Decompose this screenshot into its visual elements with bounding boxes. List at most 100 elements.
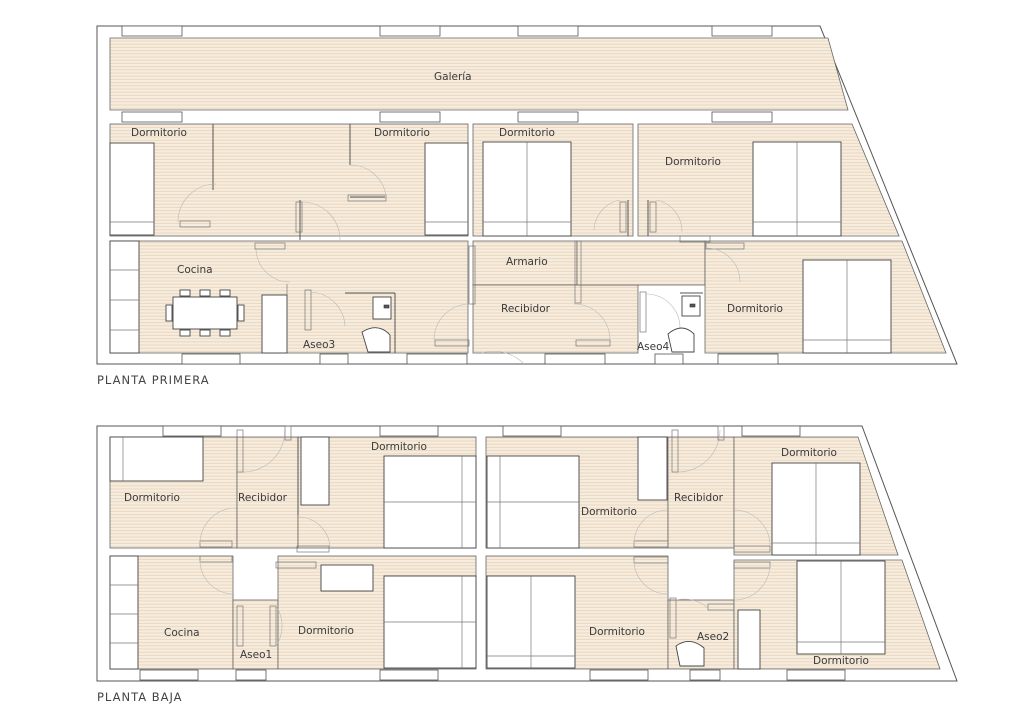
upper-floor-plan: Galería Dormitorio Dormitorio Dormitorio… <box>96 25 958 387</box>
upper-label-dormitorio-4: Dormitorio <box>665 156 721 168</box>
upper-door-swing <box>255 247 291 283</box>
lower-window <box>139 669 199 681</box>
upper-toilet <box>361 327 391 353</box>
lower-door-frame <box>236 429 244 473</box>
lower-window <box>235 669 267 681</box>
upper-dormitorio-1-floor <box>109 123 469 237</box>
lower-label-cocina: Cocina <box>164 627 200 639</box>
lower-door-frame <box>199 555 233 563</box>
lower-label-dormitorio-1: Dormitorio <box>124 492 180 504</box>
upper-door-frame <box>575 339 611 347</box>
lower-label-recibidor-2: Recibidor <box>674 492 724 504</box>
lower-aseo1-door <box>269 605 277 647</box>
lower-door-swing <box>633 509 669 545</box>
lower-window <box>502 425 562 437</box>
lower-kitchen-counter <box>109 555 139 670</box>
upper-chair <box>199 329 211 337</box>
upper-door-swing <box>433 303 471 341</box>
upper-label-dormitorio-5: Dormitorio <box>727 303 783 315</box>
lower-bed <box>109 436 204 482</box>
lower-label-dormitorio-5: Dormitorio <box>298 625 354 637</box>
lower-door-swing <box>633 559 669 595</box>
upper-door-frame <box>705 242 745 250</box>
upper-toilet <box>667 327 695 353</box>
upper-armario-floor <box>472 240 578 286</box>
lower-door-swing <box>199 559 235 595</box>
upper-chair <box>219 289 231 297</box>
upper-door-swing <box>655 199 683 233</box>
upper-window <box>654 353 684 365</box>
upper-label-aseo3: Aseo3 <box>303 339 335 351</box>
lower-wardrobe <box>737 609 761 670</box>
lower-window <box>786 669 846 681</box>
upper-chair <box>199 289 211 297</box>
upper-door-swing <box>301 201 341 241</box>
upper-window <box>517 111 579 123</box>
lower-window <box>741 425 801 437</box>
upper-door-swing <box>705 247 741 283</box>
upper-plan-title: PLANTA PRIMERA <box>97 373 210 387</box>
upper-chair <box>237 304 245 322</box>
upper-door-frame <box>649 201 657 233</box>
lower-window <box>379 669 439 681</box>
upper-door-frame <box>295 201 303 233</box>
upper-door-frame <box>574 240 582 304</box>
upper-window <box>121 111 183 123</box>
upper-aseo4-door <box>639 291 647 333</box>
lower-label-dormitorio-2: Dormitorio <box>371 441 427 453</box>
upper-door-swing <box>593 199 621 231</box>
lower-door-swing <box>199 507 237 545</box>
lower-recibidor-2-floor <box>667 436 735 549</box>
upper-aseo3-door <box>304 289 312 331</box>
lower-aseo1-door <box>236 605 244 647</box>
upper-washbasin <box>372 296 392 320</box>
upper-recibidor-floor <box>472 284 639 354</box>
lower-window <box>379 425 439 437</box>
lower-label-aseo1: Aseo1 <box>240 649 272 661</box>
upper-window <box>121 25 183 37</box>
upper-window <box>319 353 349 365</box>
lower-door-swing <box>297 516 331 550</box>
upper-chair <box>165 304 173 322</box>
upper-door-frame <box>179 220 211 228</box>
upper-window <box>406 353 468 365</box>
lower-window <box>162 425 222 437</box>
lower-door-frame <box>275 561 317 569</box>
upper-galeria-floor <box>109 37 849 111</box>
lower-door-frame <box>296 545 330 553</box>
lower-door-frame <box>284 425 292 441</box>
lower-label-dormitorio-6: Dormitorio <box>589 626 645 638</box>
lower-door-swing <box>733 509 771 547</box>
lower-wardrobe <box>300 436 330 506</box>
lower-entrance-door-swing <box>677 429 721 473</box>
lower-aseo2-wall <box>707 603 735 611</box>
upper-tap <box>383 304 390 309</box>
lower-label-dormitorio-4: Dormitorio <box>781 447 837 459</box>
upper-label-aseo4: Aseo4 <box>637 341 670 353</box>
upper-label-dormitorio-3: Dormitorio <box>499 127 555 139</box>
lower-door-frame <box>717 425 725 441</box>
upper-chair <box>179 329 191 337</box>
lower-door-swing <box>733 564 771 601</box>
upper-door-swing <box>177 183 217 223</box>
upper-door-frame <box>434 339 470 347</box>
lower-aseo1-door-swing <box>275 605 283 647</box>
upper-window <box>711 25 773 37</box>
lower-wardrobe <box>637 436 668 501</box>
upper-door-frame <box>468 245 476 305</box>
upper-chair <box>219 329 231 337</box>
lower-window <box>589 669 649 681</box>
lower-window <box>689 669 721 681</box>
upper-door-swing <box>573 303 611 341</box>
upper-window <box>379 25 441 37</box>
upper-window <box>711 111 773 123</box>
upper-hall-floor <box>576 240 706 286</box>
upper-label-galeria: Galería <box>434 71 472 83</box>
upper-label-armario: Armario <box>506 256 548 268</box>
upper-label-dormitorio-2: Dormitorio <box>374 127 430 139</box>
upper-door-frame <box>619 201 627 233</box>
upper-bed <box>109 142 155 236</box>
upper-aseo4-door-swing <box>645 293 681 329</box>
lower-outer-wall <box>96 425 958 682</box>
